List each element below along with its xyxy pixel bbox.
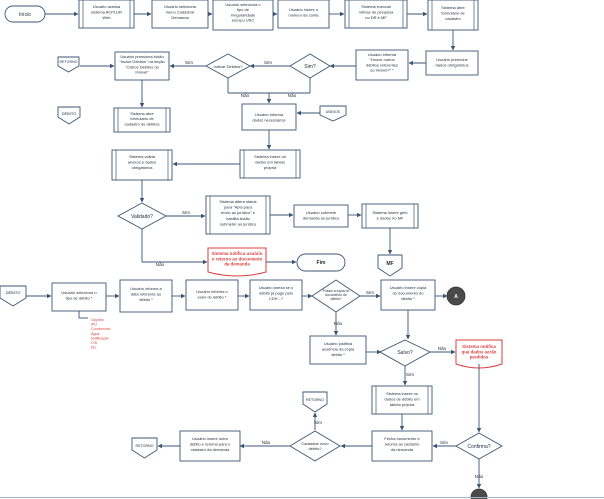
edge-label-sim-g: Sim: [440, 440, 448, 445]
end-terminator: [296, 253, 346, 272]
decision-cadastrar-novo: [289, 430, 341, 462]
edge-label-sim-f: Sim: [314, 420, 322, 425]
edge-label-nao-g: Não: [475, 474, 484, 479]
edge-label-nao-e: Não: [438, 346, 447, 351]
edge-label-nao-c: Não: [156, 262, 165, 267]
decision-confirma-label: Confirma?: [467, 444, 490, 450]
decision-indicar-label: Indicar Débitos?: [214, 64, 244, 69]
offpage-retorno: RETORNO: [57, 56, 80, 73]
start-label: Início: [19, 12, 31, 18]
offpage-retorno-2: RETORNO: [302, 391, 328, 413]
edge-label-sim-c: Sim: [182, 210, 190, 215]
decision-sim-label: Sim?: [304, 64, 316, 70]
edge-label-nao-f: Não: [262, 440, 271, 445]
edge-label-nao: Não: [241, 93, 250, 98]
svg-text:MF: MF: [386, 261, 393, 267]
decision-validado-label: Validado?: [131, 214, 153, 220]
offpage-retorno-3: RETORNO: [131, 437, 158, 459]
offpage-debito-top: DÉBITO: [57, 106, 81, 125]
svg-text:DÉBITO: DÉBITO: [6, 290, 21, 295]
edge-label-sim-e: Sim: [406, 372, 414, 377]
svg-text:RETORNO: RETORNO: [60, 60, 78, 64]
svg-text:ANEXOS: ANEXOS: [326, 110, 341, 114]
offpage-anexos: ANEXOS: [319, 105, 347, 122]
svg-text:RETORNO: RETORNO: [136, 444, 154, 448]
edge-label-nao-b: Não: [288, 93, 297, 98]
edge-label-sim-d: Sim: [366, 290, 374, 295]
svg-text:DÉBITO: DÉBITO: [62, 111, 77, 116]
edge-label-nao-d: Não: [334, 321, 343, 326]
decision-salvo-label: Salvo?: [397, 350, 413, 356]
offpage-debito-left: DÉBITO: [0, 285, 27, 307]
edge-label-sim-b: Sim: [185, 60, 193, 65]
svg-text:A: A: [454, 294, 458, 300]
edge-label-sim: Sim: [264, 60, 272, 65]
end-label: Fim: [317, 260, 326, 266]
connector-a: [446, 286, 466, 306]
offpage-mf: MF: [377, 254, 403, 277]
svg-text:Usuário pressiona botão"Inclui: Usuário pressiona botão"Incluir Débitos"…: [119, 54, 165, 75]
svg-text:RETORNO: RETORNO: [306, 398, 324, 402]
node-incluir-debitos: Usuário pressiona botão"Incluir Débitos"…: [114, 51, 170, 81]
